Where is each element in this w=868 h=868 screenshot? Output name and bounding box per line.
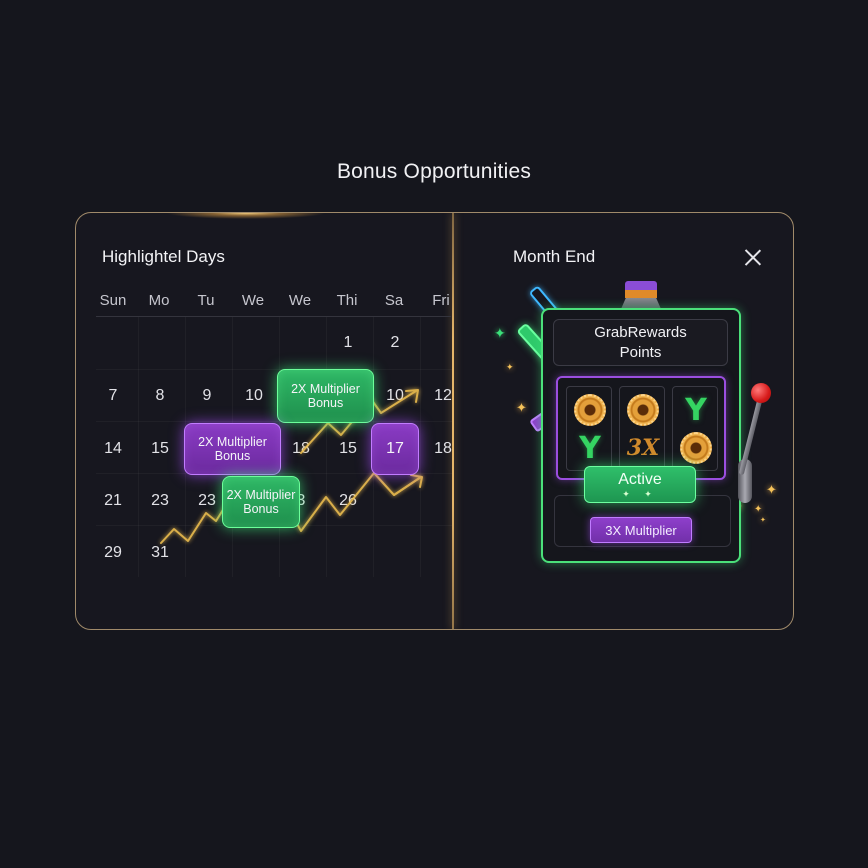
active-status-button[interactable]: Active ✦ ✦ — [584, 466, 696, 503]
panel-divider — [452, 213, 454, 629]
sparkle-icon: ✦ — [766, 482, 777, 497]
sparkle-icon: ✦ — [494, 325, 506, 341]
calendar-day[interactable]: 18 — [292, 440, 310, 457]
rewards-display-line2: Points — [619, 343, 662, 361]
lever-knob-icon — [751, 383, 771, 403]
weekday-tue: Tu — [197, 292, 215, 309]
calendar-day[interactable]: 14 — [104, 440, 122, 457]
calendar-day[interactable]: 10 — [386, 387, 404, 404]
y-symbol-icon: Y — [685, 392, 707, 428]
reel-1: Y — [566, 386, 612, 471]
bonus-label: 2X Multiplier — [198, 435, 267, 449]
slot-reels: Y 3X Y — [556, 376, 726, 480]
bonus-label: 2X Multiplier — [226, 488, 296, 502]
weekday-underline — [96, 316, 451, 317]
calendar-day[interactable]: 8 — [155, 387, 165, 404]
bonus-sublabel: Bonus — [214, 449, 251, 463]
rewards-display-line1: GrabRewards — [594, 323, 687, 341]
bonus-sublabel: Bonus — [243, 502, 279, 516]
bonus-tile-2x-green-2[interactable]: 2X Multiplier Bonus — [222, 476, 300, 528]
calendar-day[interactable]: 29 — [104, 544, 122, 561]
calendar-title: Highlightel Days — [102, 247, 225, 266]
calendar-day[interactable]: 26 — [339, 492, 357, 509]
month-end-title: Month End — [513, 247, 596, 266]
highlighted-day-label: 17 — [386, 440, 404, 457]
calendar-day[interactable]: 15 — [151, 440, 169, 457]
sparkle-icon: ✦ — [506, 362, 514, 372]
3x-symbol-icon: 3X — [626, 435, 660, 461]
highlighted-day-17[interactable]: 17 — [371, 423, 419, 475]
sparkle-icon: ✦ — [754, 504, 763, 515]
sparkle-icon: ✦ — [760, 517, 766, 524]
calendar-day[interactable]: 21 — [104, 492, 122, 509]
bonus-tile-2x-purple[interactable]: 2X Multiplier Bonus — [184, 423, 281, 475]
rewards-display: GrabRewards Points — [553, 319, 728, 366]
weekday-sat: Sa — [384, 292, 404, 309]
weekday-sun: Sun — [99, 292, 127, 309]
sparkle-icon: ✦ ✦ — [622, 488, 658, 499]
weekday-mon: Mo — [148, 292, 170, 309]
sparkle-icon: ✦ — [516, 400, 527, 415]
close-icon[interactable] — [743, 247, 763, 267]
multiplier-button[interactable]: 3X Multiplier — [590, 517, 692, 543]
calendar-day[interactable]: 1 — [343, 334, 353, 351]
bonus-sublabel: Bonus — [307, 396, 344, 410]
chip-icon — [679, 431, 713, 465]
weekday-wed: We — [241, 292, 265, 309]
chip-icon — [626, 393, 660, 427]
calendar-day[interactable]: 9 — [202, 387, 212, 404]
calendar-day[interactable]: 23 — [151, 492, 169, 509]
weekday-fri: Fri — [432, 292, 450, 309]
calendar-day[interactable]: 12 — [434, 387, 452, 404]
calendar-day[interactable]: 10 — [245, 387, 263, 404]
weekday-wed-2: We — [288, 292, 312, 309]
calendar-day[interactable]: 15 — [339, 440, 357, 457]
machine-light-icon — [621, 281, 661, 309]
y-symbol-icon: Y — [579, 430, 601, 466]
calendar-day[interactable]: 7 — [108, 387, 118, 404]
page-title: Bonus Opportunities — [336, 160, 532, 183]
weekday-header: Sun Mo Tu We We Thi Sa Fri — [96, 292, 456, 314]
bonus-tile-2x-green[interactable]: 2X Multiplier Bonus — [277, 369, 374, 423]
calendar-day[interactable]: 31 — [151, 544, 169, 561]
bonus-label: 2X Multiplier — [291, 382, 360, 396]
weekday-thu: Thi — [336, 292, 358, 309]
top-glow-decoration — [166, 213, 326, 219]
active-label: Active — [618, 470, 662, 488]
slot-lever[interactable] — [736, 383, 776, 513]
chip-icon — [573, 393, 607, 427]
calendar-day[interactable]: 18 — [434, 440, 452, 457]
calendar-day[interactable]: 2 — [390, 334, 400, 351]
bonus-panel: Highlightel Days Sun Mo Tu We We Thi Sa … — [75, 212, 794, 630]
reel-2: 3X — [619, 386, 665, 471]
reel-3: Y — [672, 386, 718, 471]
